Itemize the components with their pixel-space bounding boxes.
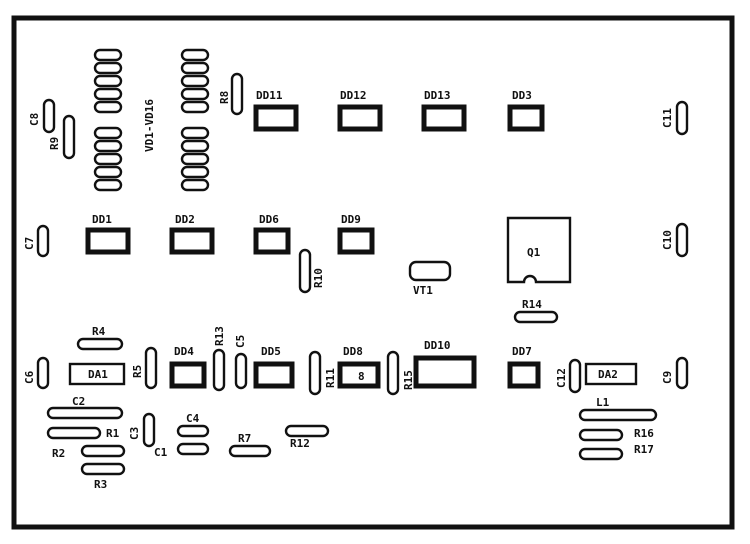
resistor-r10	[298, 248, 312, 294]
label-c3: C3	[128, 427, 141, 440]
label-dd10: DD10	[424, 339, 451, 352]
ic-dd6	[253, 227, 291, 255]
label-dd4: DD4	[174, 345, 194, 358]
label-dd3: DD3	[512, 89, 532, 102]
resistor-r3	[80, 462, 126, 476]
label-da2: DA2	[598, 368, 618, 381]
resistor-r2	[80, 444, 126, 458]
transistor-vt1	[408, 260, 452, 282]
ic-dd12	[337, 104, 383, 132]
label-dd1: DD1	[92, 213, 112, 226]
label-r3: R3	[94, 478, 107, 491]
resistor-r14	[513, 310, 559, 324]
label-q1: Q1	[527, 246, 541, 259]
ic-dd5	[253, 361, 295, 389]
label-r11: R11	[324, 368, 337, 388]
ic-dd13	[421, 104, 467, 132]
ic-da2	[584, 362, 638, 386]
label-vt1: VT1	[413, 284, 433, 297]
label-dd9: DD9	[341, 213, 361, 226]
capacitor-c8	[42, 98, 56, 134]
resistor-r9	[62, 114, 76, 160]
capacitor-c10	[675, 222, 689, 258]
capacitor-c3	[142, 412, 156, 448]
label-c4: C4	[186, 412, 200, 425]
ic-dd3	[507, 104, 545, 132]
label-r17: R17	[634, 443, 654, 456]
label-r16: R16	[634, 427, 654, 440]
crystal-q1	[506, 216, 572, 284]
label-r5: R5	[131, 365, 144, 378]
label-r10: R10	[312, 268, 325, 288]
resistor-r1	[46, 426, 102, 440]
ic-dd4	[169, 361, 207, 389]
label-dd8: DD8	[343, 345, 363, 358]
label-r8: R8	[218, 91, 231, 104]
label-vd-range: VD1-VD16	[143, 99, 156, 152]
label-c5: C5	[234, 335, 247, 348]
capacitor-c6	[36, 356, 50, 390]
label-r2: R2	[52, 447, 65, 460]
resistor-r7	[228, 444, 272, 458]
resistor-r5	[144, 346, 158, 390]
label-dd11: DD11	[256, 89, 283, 102]
capacitor-c1	[176, 442, 210, 456]
capacitor-c7	[36, 224, 50, 258]
ic-dd2	[169, 227, 215, 255]
label-r7: R7	[238, 432, 251, 445]
inductor-l1	[578, 408, 658, 422]
label-r4: R4	[92, 325, 106, 338]
label-c9: C9	[661, 371, 674, 384]
label-dd5: DD5	[261, 345, 281, 358]
diode-stack-right	[180, 48, 210, 192]
label-l1: L1	[596, 396, 610, 409]
label-c1: C1	[154, 446, 168, 459]
board-outline	[11, 15, 735, 530]
resistor-r15	[386, 350, 400, 396]
ic-da1	[68, 362, 126, 386]
ic-dd8	[337, 361, 381, 389]
ic-dd9	[337, 227, 375, 255]
ic-dd10	[413, 355, 477, 389]
resistor-r12	[284, 424, 330, 438]
capacitor-c5	[234, 352, 248, 390]
resistor-r17	[578, 447, 624, 461]
label-c11: C11	[661, 108, 674, 128]
label-c7: C7	[23, 237, 36, 250]
ic-dd1	[85, 227, 131, 255]
resistor-r16	[578, 428, 624, 442]
label-dd13: DD13	[424, 89, 451, 102]
label-c8: C8	[28, 113, 41, 126]
capacitor-c12	[568, 358, 582, 394]
label-r9: R9	[48, 137, 61, 150]
label-r13: R13	[213, 326, 226, 346]
capacitor-c9	[675, 356, 689, 390]
resistor-r8	[230, 72, 244, 116]
label-dd12: DD12	[340, 89, 367, 102]
label-c12: C12	[555, 368, 568, 388]
label-da1: DA1	[88, 368, 108, 381]
ic-dd8-mark: 8	[358, 370, 365, 383]
capacitor-c4	[176, 424, 210, 438]
diode-stack-left	[93, 48, 123, 192]
capacitor-c2	[46, 406, 124, 420]
label-r15: R15	[402, 370, 415, 390]
label-c2: C2	[72, 395, 85, 408]
label-dd2: DD2	[175, 213, 195, 226]
label-dd6: DD6	[259, 213, 279, 226]
resistor-r4	[76, 337, 124, 351]
label-r1: R1	[106, 427, 120, 440]
label-r14: R14	[522, 298, 542, 311]
capacitor-c11	[675, 100, 689, 136]
label-r12: R12	[290, 437, 310, 450]
resistor-r13	[212, 348, 226, 392]
label-dd7: DD7	[512, 345, 532, 358]
label-c10: C10	[661, 230, 674, 250]
resistor-r11	[308, 350, 322, 396]
ic-dd11	[253, 104, 299, 132]
ic-dd7	[507, 361, 541, 389]
label-c6: C6	[23, 370, 36, 384]
